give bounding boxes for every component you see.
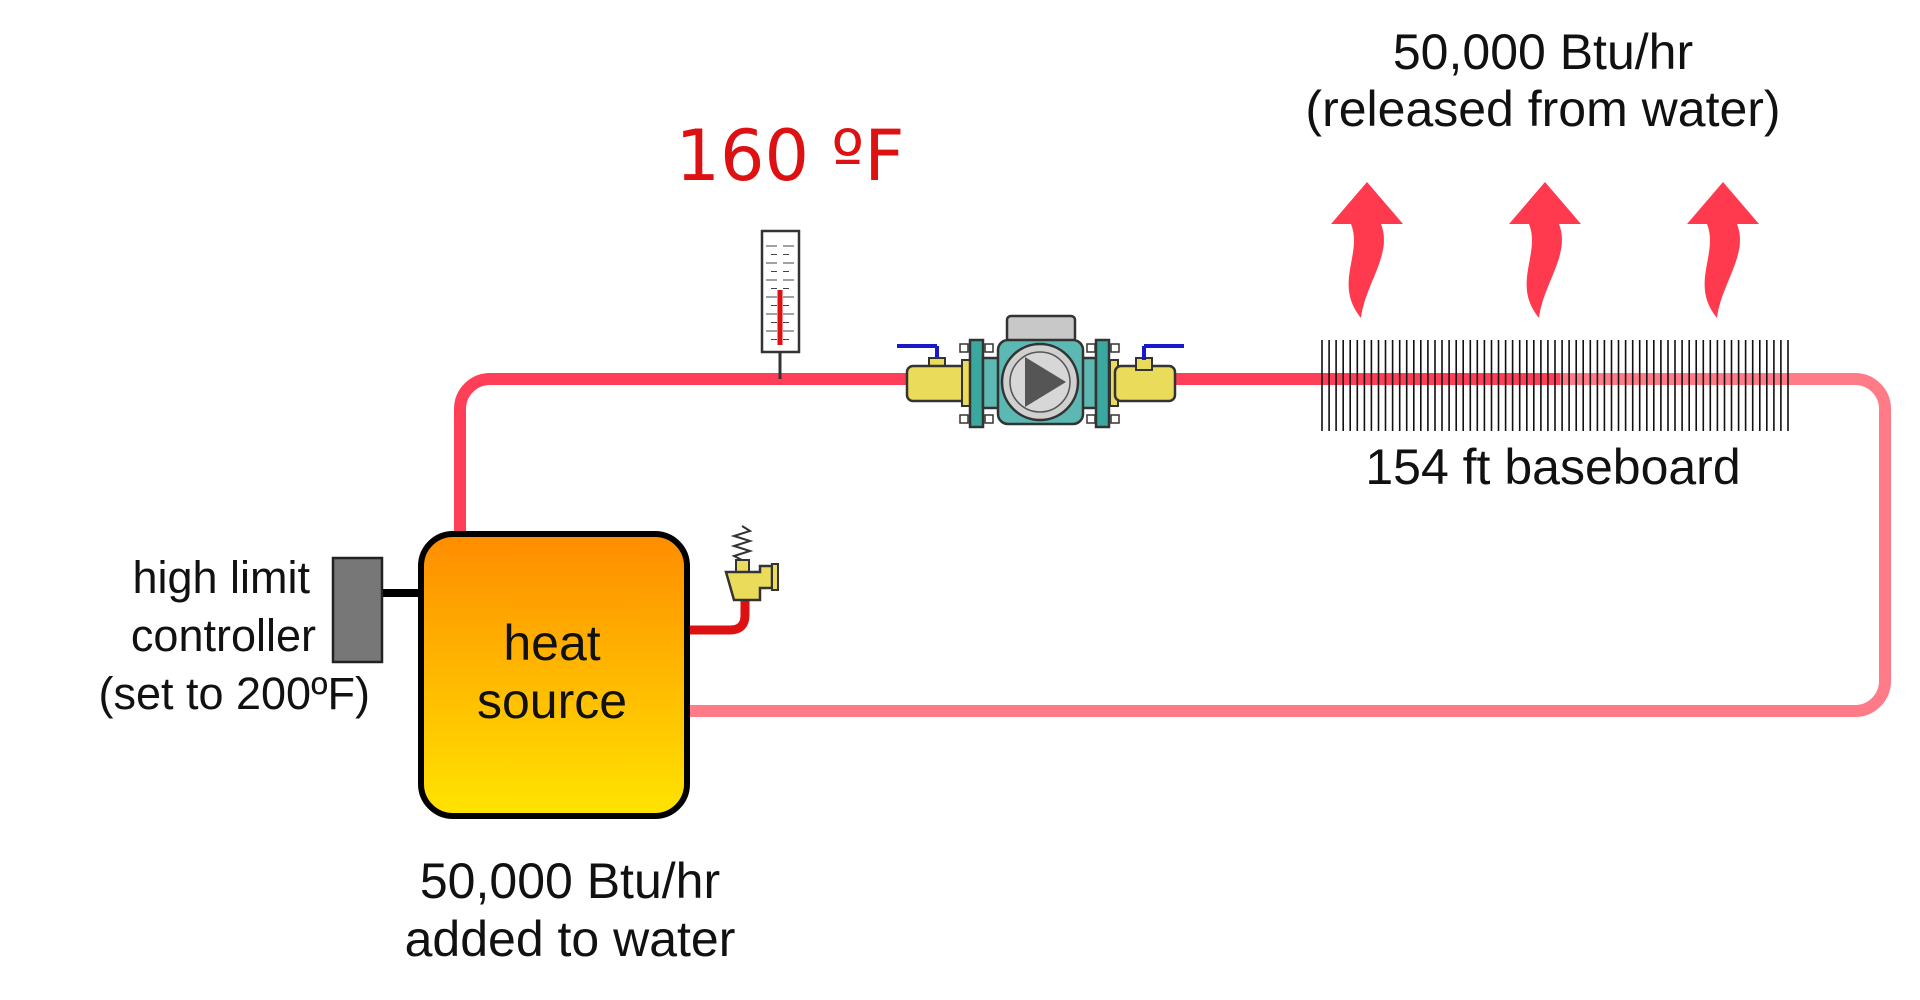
left-flange-bolt-top-r <box>984 343 994 353</box>
released-label-line2: (released from water) <box>1305 81 1780 137</box>
thermometer-scale <box>766 245 794 340</box>
added-label-line2: added to water <box>405 911 736 967</box>
heat-arrow-icon <box>1331 182 1403 318</box>
left-flange-bolt-top <box>959 343 969 353</box>
left-flange-plate <box>968 338 985 429</box>
relief-valve-pipe <box>687 596 750 635</box>
controller-label-line2: controller <box>131 610 316 661</box>
high-limit-controller: high limit controller (set to 200ºF) <box>98 552 421 719</box>
thermometer <box>760 229 801 379</box>
right-isolation-valve <box>1109 344 1184 407</box>
right-valve-body <box>1113 364 1177 403</box>
left-isolation-valve <box>897 344 971 407</box>
right-flange-bolt-bottom-r <box>1110 414 1120 424</box>
thermometer-column <box>777 290 783 345</box>
heat-release-arrows <box>1331 182 1759 318</box>
heat-source-label-line1: heat <box>503 615 600 671</box>
relief-valve-stem <box>735 559 750 573</box>
piping <box>454 373 1891 717</box>
baseboard-label: 154 ft baseboard <box>1365 439 1740 495</box>
right-flange-bolt-top-r <box>1110 343 1120 353</box>
pump-motor-cap <box>1005 314 1077 344</box>
right-flange-plate <box>1094 338 1111 429</box>
temperature-label: 160 ºF <box>675 115 904 197</box>
added-label-line1: 50,000 Btu/hr <box>420 853 720 909</box>
left-valve-body <box>905 364 969 403</box>
controller-label-line3: (set to 200ºF) <box>98 668 370 719</box>
relief-valve-outlet <box>771 563 779 591</box>
pressure-relief-valve <box>724 525 779 602</box>
supply-pipe <box>454 373 1560 540</box>
left-flange-bolt-bottom-r <box>984 414 994 424</box>
baseboard-fins <box>1321 340 1789 431</box>
right-flange-bolt-bottom <box>1086 414 1096 424</box>
relief-valve-body <box>724 564 774 602</box>
released-label-line1: 50,000 Btu/hr <box>1393 24 1693 80</box>
pump-flow-arrow-icon <box>1025 357 1066 407</box>
heat-source-label-line2: source <box>477 673 627 729</box>
right-flange <box>1086 338 1120 429</box>
heat-source-box <box>418 531 690 819</box>
relief-valve-spring <box>730 525 754 561</box>
heat-arrow-icon <box>1687 182 1759 318</box>
controller-box <box>331 556 384 664</box>
left-flange-bolt-bottom <box>959 414 969 424</box>
heat-source: heat source <box>418 531 690 819</box>
heat-arrow-icon <box>1509 182 1581 318</box>
return-pipe <box>674 373 1891 717</box>
circulator-pump-assembly <box>897 314 1184 429</box>
right-flange-bolt-top <box>1086 343 1096 353</box>
controller-label-line1: high limit <box>132 552 310 603</box>
